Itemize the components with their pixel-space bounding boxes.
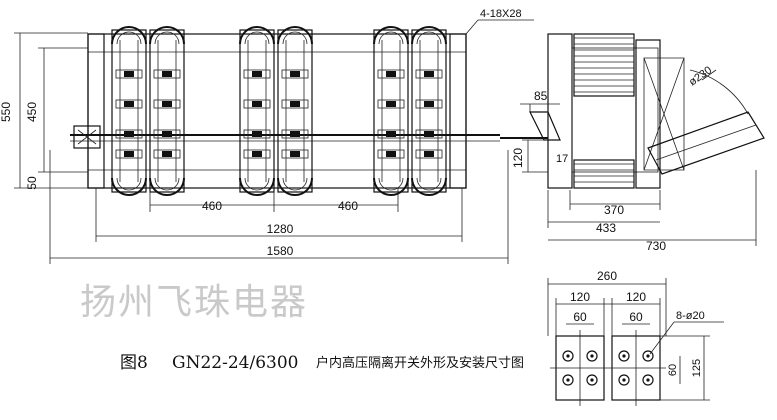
bolt-hole xyxy=(562,374,574,386)
dim-17: 17 xyxy=(556,153,568,165)
dim-60-vert: 60 xyxy=(667,364,679,376)
terminal-view xyxy=(550,330,666,406)
dim-1580: 1580 xyxy=(267,244,294,258)
figure-number: 图8 xyxy=(120,353,148,373)
dim-460-left: 460 xyxy=(202,199,222,213)
bolt-hole xyxy=(642,374,654,386)
dim-370: 370 xyxy=(604,203,624,217)
side-view xyxy=(500,33,765,189)
dim-85: 85 xyxy=(534,89,548,103)
terminal-holes xyxy=(562,350,654,386)
dim-1280: 1280 xyxy=(267,222,294,236)
drawing-title: 户内高压隔离开关外形及安装尺寸图 xyxy=(316,355,524,371)
dim-120-left-pad: 120 xyxy=(570,290,590,304)
bolt-hole xyxy=(562,350,574,362)
dim-433: 433 xyxy=(596,221,616,235)
dim-730: 730 xyxy=(646,239,666,253)
front-view xyxy=(70,26,500,196)
side-dimensions: 85 120 17 ø230 370 433 730 xyxy=(511,64,757,253)
dim-460-right: 460 xyxy=(338,199,358,213)
pole-groups xyxy=(111,26,447,196)
contact-assembly xyxy=(239,26,275,196)
bolt-hole xyxy=(586,350,598,362)
contact-assembly xyxy=(373,26,409,196)
dim-60-right: 60 xyxy=(629,310,643,324)
dim-50: 50 xyxy=(25,176,39,190)
dim-260: 260 xyxy=(597,269,617,283)
bolt-hole xyxy=(586,374,598,386)
contact-assembly xyxy=(111,26,147,196)
bolt-hole xyxy=(618,374,630,386)
contact-assembly xyxy=(149,26,185,196)
dim-450: 450 xyxy=(25,102,39,122)
dim-550: 550 xyxy=(0,102,13,122)
upper-insulator xyxy=(573,33,635,97)
front-dimensions: 550 450 50 460 460 1280 1580 4-18X28 xyxy=(0,8,534,264)
dim-125-vert: 125 xyxy=(691,359,703,377)
model-number: GN22-24/6300 xyxy=(172,353,298,373)
dim-60-left: 60 xyxy=(573,310,587,324)
hole-callout-front: 4-18X28 xyxy=(480,8,522,20)
contact-assembly xyxy=(277,26,313,196)
terminal-dimensions: 260 120 120 60 60 8-ø20 60 125 xyxy=(547,269,724,401)
lower-insulator xyxy=(573,159,635,189)
dim-230: ø230 xyxy=(687,64,714,88)
contact-assembly xyxy=(411,26,447,196)
bolt-hole xyxy=(642,350,654,362)
watermark: 扬州飞珠电器 xyxy=(80,282,308,323)
bolt-hole xyxy=(618,350,630,362)
dim-120-side: 120 xyxy=(511,148,525,168)
hole-callout-terminal: 8-ø20 xyxy=(676,310,705,322)
dim-120-right-pad: 120 xyxy=(626,290,646,304)
